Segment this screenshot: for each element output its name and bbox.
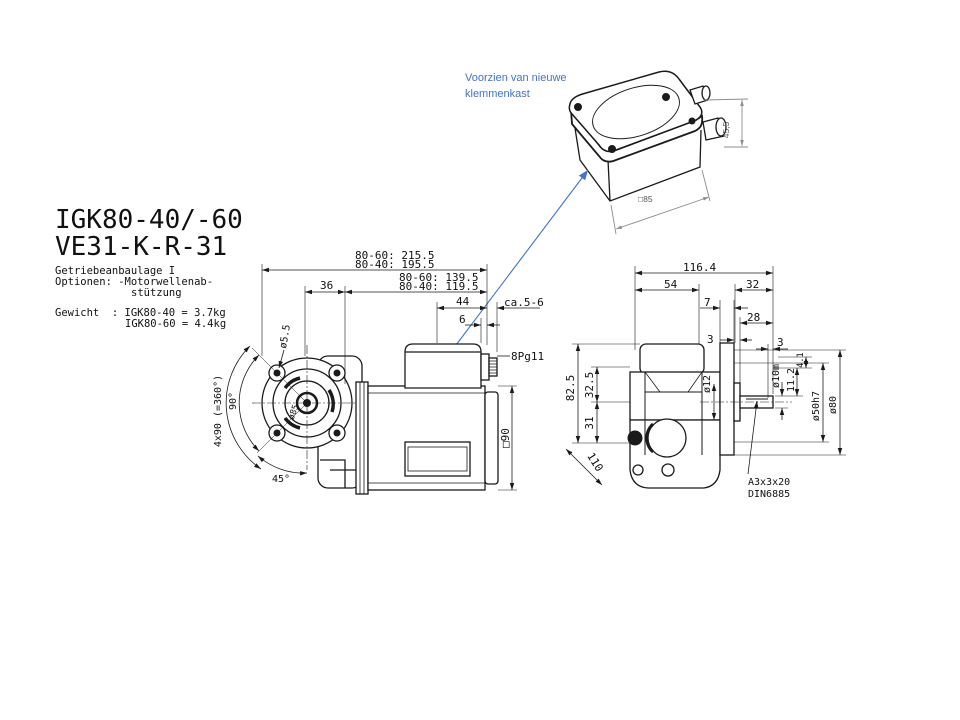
side-view-extension-lines [261, 264, 517, 491]
annotation-arrow [446, 169, 589, 358]
height-82-5-label: 82.5 [564, 375, 577, 402]
junction-box-size-extension [610, 169, 711, 235]
dimension-28-label: 28 [747, 311, 760, 324]
overall-length-80-40-label: 80-40: 195.5 [355, 258, 434, 271]
shaft-diameter-label: ø10m [771, 364, 782, 388]
junction-box-height-label: 45,5 [721, 121, 731, 138]
angle-90-arc [238, 354, 260, 452]
cable-gland-thread-lines [489, 360, 497, 374]
side-view-drawing [251, 343, 499, 495]
motor-end-cap [484, 391, 499, 485]
annotation-line-1: Voorzien van nieuwe [465, 72, 567, 84]
lid-screw-icon [608, 145, 616, 153]
motor-cooling-fins [355, 381, 369, 495]
flange-hole [333, 429, 341, 437]
end-view-hub-shadow [645, 422, 655, 454]
junction-box-size-dimension [615, 196, 710, 230]
cable-gland-1-end [701, 85, 711, 101]
end-view-foot-hole [661, 463, 675, 477]
height-31-label: 31 [583, 416, 596, 429]
side-view-dimensions: 80-60: 215.5 80-40: 195.5 80-60: 139.5 8… [213, 249, 544, 491]
dimension-54-label: 54 [664, 278, 678, 291]
motor-square-label: □90 [499, 428, 512, 448]
flange-ribs [283, 376, 335, 430]
dimension-7-label: 7 [704, 296, 711, 309]
terminal-box-width-label: 44 [456, 295, 470, 308]
hole-pattern-arc [225, 345, 262, 470]
motor-terminal-box [404, 343, 482, 389]
gland-projection-label: ca.5-6 [504, 296, 544, 309]
annotation-line-2: klemmenkast [465, 88, 530, 100]
drawing-title: IGK80-40/-60 [55, 205, 243, 235]
end-view-overall-length-label: 116.4 [683, 261, 716, 274]
angle-45-label: 45° [272, 474, 290, 485]
end-view-drawing [627, 342, 792, 489]
dimension-3-flange-label: 3 [707, 333, 714, 346]
key-standard-label: DIN6885 [748, 489, 790, 500]
dimension-110 [565, 448, 603, 486]
flange-to-motor-label: 36 [320, 279, 333, 292]
overall-length-80-60-label: 80-60: 215.5 [355, 249, 434, 262]
lid-screw-icon [662, 93, 670, 101]
hole-diameter-leader [278, 349, 285, 369]
dimension-4-1-label: 4.1 [796, 352, 806, 367]
cable-gland-2-end [715, 117, 727, 137]
hole-pattern-label: 4x90 (=360°) [213, 375, 224, 447]
end-view-extension-lines [572, 266, 846, 456]
flange-hole-axes [251, 347, 308, 454]
junction-box-height-extension [703, 98, 749, 148]
end-view-side-boss [627, 430, 643, 446]
end-view-dimensions: 116.4 54 32 7 28 3 3 82.5 32.5 31 110 ø1… [564, 261, 846, 500]
spec-weight-line-1: Gewicht : IGK80-40 = 3.7kg [55, 307, 226, 319]
lid-screw-icon [688, 117, 696, 125]
motor-fin-lines [359, 382, 365, 494]
dimension-32-label: 32 [746, 278, 759, 291]
spigot-diameter-label: ø50h7 [811, 391, 822, 421]
cable-gland-body [480, 353, 490, 381]
angle-90-label: 90° [228, 392, 239, 410]
end-view-mount-flange [719, 342, 735, 456]
spec-options-line-1: Optionen: -Motorwellenab- [55, 276, 213, 288]
cable-gland-label: 8Pg11 [511, 350, 544, 363]
motor-length-80-60-label: 80-60: 139.5 [399, 271, 478, 284]
hole-diameter-label: ø5.5 [278, 324, 293, 350]
key-leader [747, 400, 759, 475]
boss-diameter-label: ø12 [702, 375, 713, 393]
lid-screw-icon [574, 103, 582, 111]
motor-nameplate-inner [407, 446, 468, 472]
spec-weight-line-2: IGK80-60 = 4.4kg [125, 318, 226, 330]
end-view-support-rib [644, 371, 703, 393]
spec-options-line-2: stützung [131, 287, 182, 299]
gearbox-foot [320, 459, 360, 488]
flange-hole [333, 369, 341, 377]
end-view-foot-hole [632, 464, 644, 476]
end-view-output-hub [647, 418, 687, 458]
end-view-frame-lines [644, 372, 703, 455]
dimension-3-key-label: 3 [777, 336, 784, 349]
motor-housing-mold-lines [368, 392, 485, 484]
dimension-11-2-label: 11.2 [786, 368, 797, 392]
spec-mounting: Getriebeanbaulage I [55, 265, 175, 277]
flange-diameter-label: ø80 [828, 396, 839, 414]
motor-nameplate [404, 441, 471, 477]
drawing-subtitle: VE31-K-R-31 [55, 232, 227, 262]
terminal-box-offset-label: 6 [459, 313, 466, 326]
motor-length-80-40-label: 80-40: 119.5 [399, 280, 478, 293]
junction-box-size-label: □85 [638, 194, 653, 204]
height-32-5-label: 32.5 [583, 372, 596, 399]
pitch-circle-label: ø85 [287, 403, 302, 421]
junction-box-lid-recess [592, 84, 680, 140]
key-spec-label: A3x3x20 [748, 477, 790, 488]
junction-box-front-edge [607, 159, 611, 202]
junction-box-lid [568, 70, 703, 153]
angle-45-arc [257, 455, 308, 476]
end-view-terminal-box [639, 343, 705, 375]
junction-box-drawing: 45,5 □85 [568, 70, 749, 235]
